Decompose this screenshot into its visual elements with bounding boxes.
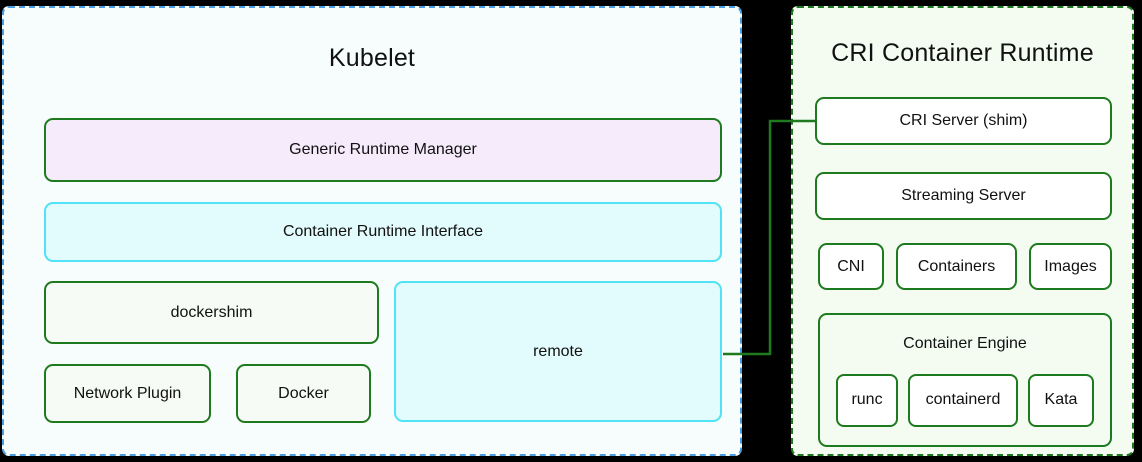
docker-box[interactable]: Docker [236,364,371,423]
remote-box[interactable]: remote [394,281,722,422]
cri-server-label: CRI Server (shim) [899,112,1028,130]
kubelet-panel-title: Kubelet [328,44,416,72]
container-engine-label: Container Engine [903,335,1027,352]
kata-label: Kata [1044,391,1078,408]
remote-label: remote [533,342,583,360]
streaming-server-box[interactable]: Streaming Server [815,172,1112,220]
dockershim-label: dockershim [170,303,253,321]
containerd-label: containerd [925,391,1001,408]
containerd-box[interactable]: containerd [908,373,1018,427]
network-plugin-box[interactable]: Network Plugin [44,364,211,423]
container-engine-runtime-row: runc containerd Kata [820,371,1110,429]
images-label: Images [1044,257,1097,275]
images-box[interactable]: Images [1029,243,1112,290]
container-runtime-interface-box[interactable]: Container Runtime Interface [44,202,722,262]
runc-box[interactable]: runc [836,373,898,427]
cni-label: CNI [837,257,865,275]
containers-box[interactable]: Containers [896,243,1017,290]
cri-server-box[interactable]: CRI Server (shim) [815,97,1112,145]
container-engine-box[interactable]: Container Engine runc containerd Kata [818,313,1112,447]
generic-runtime-manager-box[interactable]: Generic Runtime Manager [44,118,722,182]
kata-box[interactable]: Kata [1028,373,1094,427]
container-runtime-interface-label: Container Runtime Interface [282,223,484,241]
cni-box[interactable]: CNI [818,243,884,290]
network-plugin-label: Network Plugin [73,384,182,402]
dockershim-box[interactable]: dockershim [44,281,379,344]
docker-label: Docker [278,384,329,402]
generic-runtime-manager-label: Generic Runtime Manager [289,141,477,159]
containers-label: Containers [917,257,996,275]
cri-panel-title: CRI Container Runtime [831,39,1094,67]
streaming-server-label: Streaming Server [901,187,1026,205]
runc-label: runc [851,391,883,408]
